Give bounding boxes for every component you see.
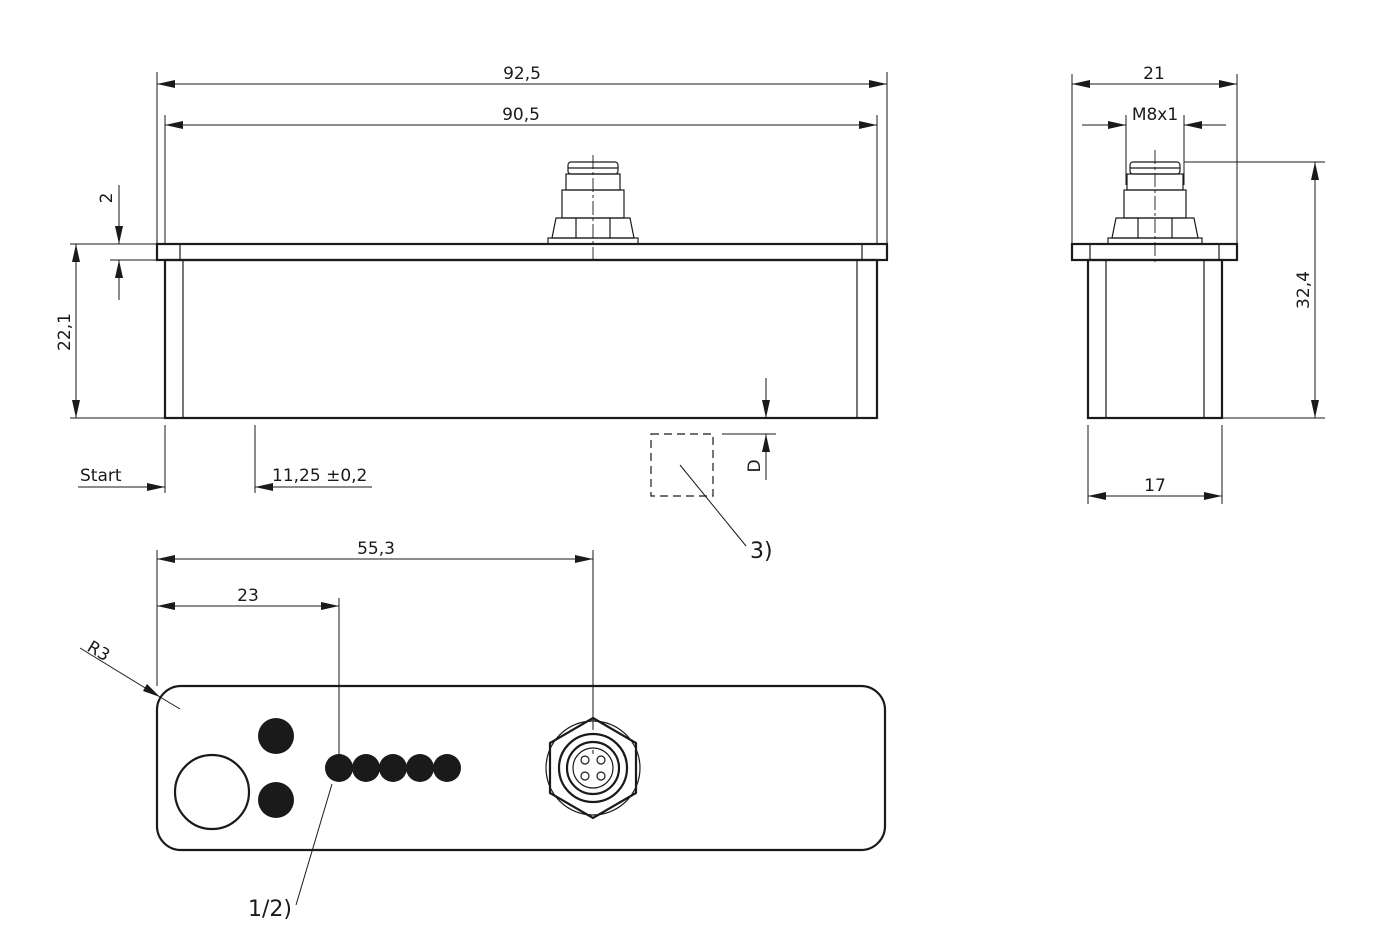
top-plate: [155, 684, 887, 852]
dim-width-total: 92,5: [503, 64, 541, 84]
side-body: [1086, 258, 1224, 420]
front-flange: [155, 242, 889, 262]
dim-radius: R3: [83, 637, 113, 666]
side-connector: [1107, 150, 1203, 264]
top-view: 55,3 23 R3 1/2): [79, 539, 887, 922]
callout-target: 3): [750, 539, 773, 564]
dim-start-label: Start: [80, 466, 122, 486]
dim-flange-thickness: 2: [97, 193, 117, 204]
top-connector: [545, 716, 641, 820]
dim-width-inner: 90,5: [502, 105, 540, 125]
front-connector: [547, 155, 639, 262]
led-row: [325, 754, 461, 782]
dim-side-bottom: 17: [1144, 476, 1166, 496]
status-led-top: [258, 718, 294, 754]
side-view: 21 M8x1 32,4 17: [1070, 64, 1325, 504]
dim-side-width: 21: [1143, 64, 1165, 84]
target-zone: [650, 433, 714, 497]
dim-thread: M8x1: [1132, 105, 1178, 125]
front-view: 92,5 90,5 2 22,1 Start 11,25 ±0,2: [55, 64, 889, 564]
dim-height-body: 22,1: [55, 313, 75, 351]
dim-start-offset: 11,25 ±0,2: [272, 466, 367, 486]
dim-detect-depth: D: [745, 459, 765, 472]
status-led-bottom: [258, 782, 294, 818]
side-flange: [1070, 242, 1239, 262]
sensor-face: [173, 753, 251, 831]
dim-side-height: 32,4: [1294, 271, 1314, 309]
callout-leds: 1/2): [248, 897, 292, 922]
dim-pos-leds: 23: [237, 586, 259, 606]
dim-pos-connector: 55,3: [357, 539, 395, 559]
front-body: [163, 258, 879, 420]
